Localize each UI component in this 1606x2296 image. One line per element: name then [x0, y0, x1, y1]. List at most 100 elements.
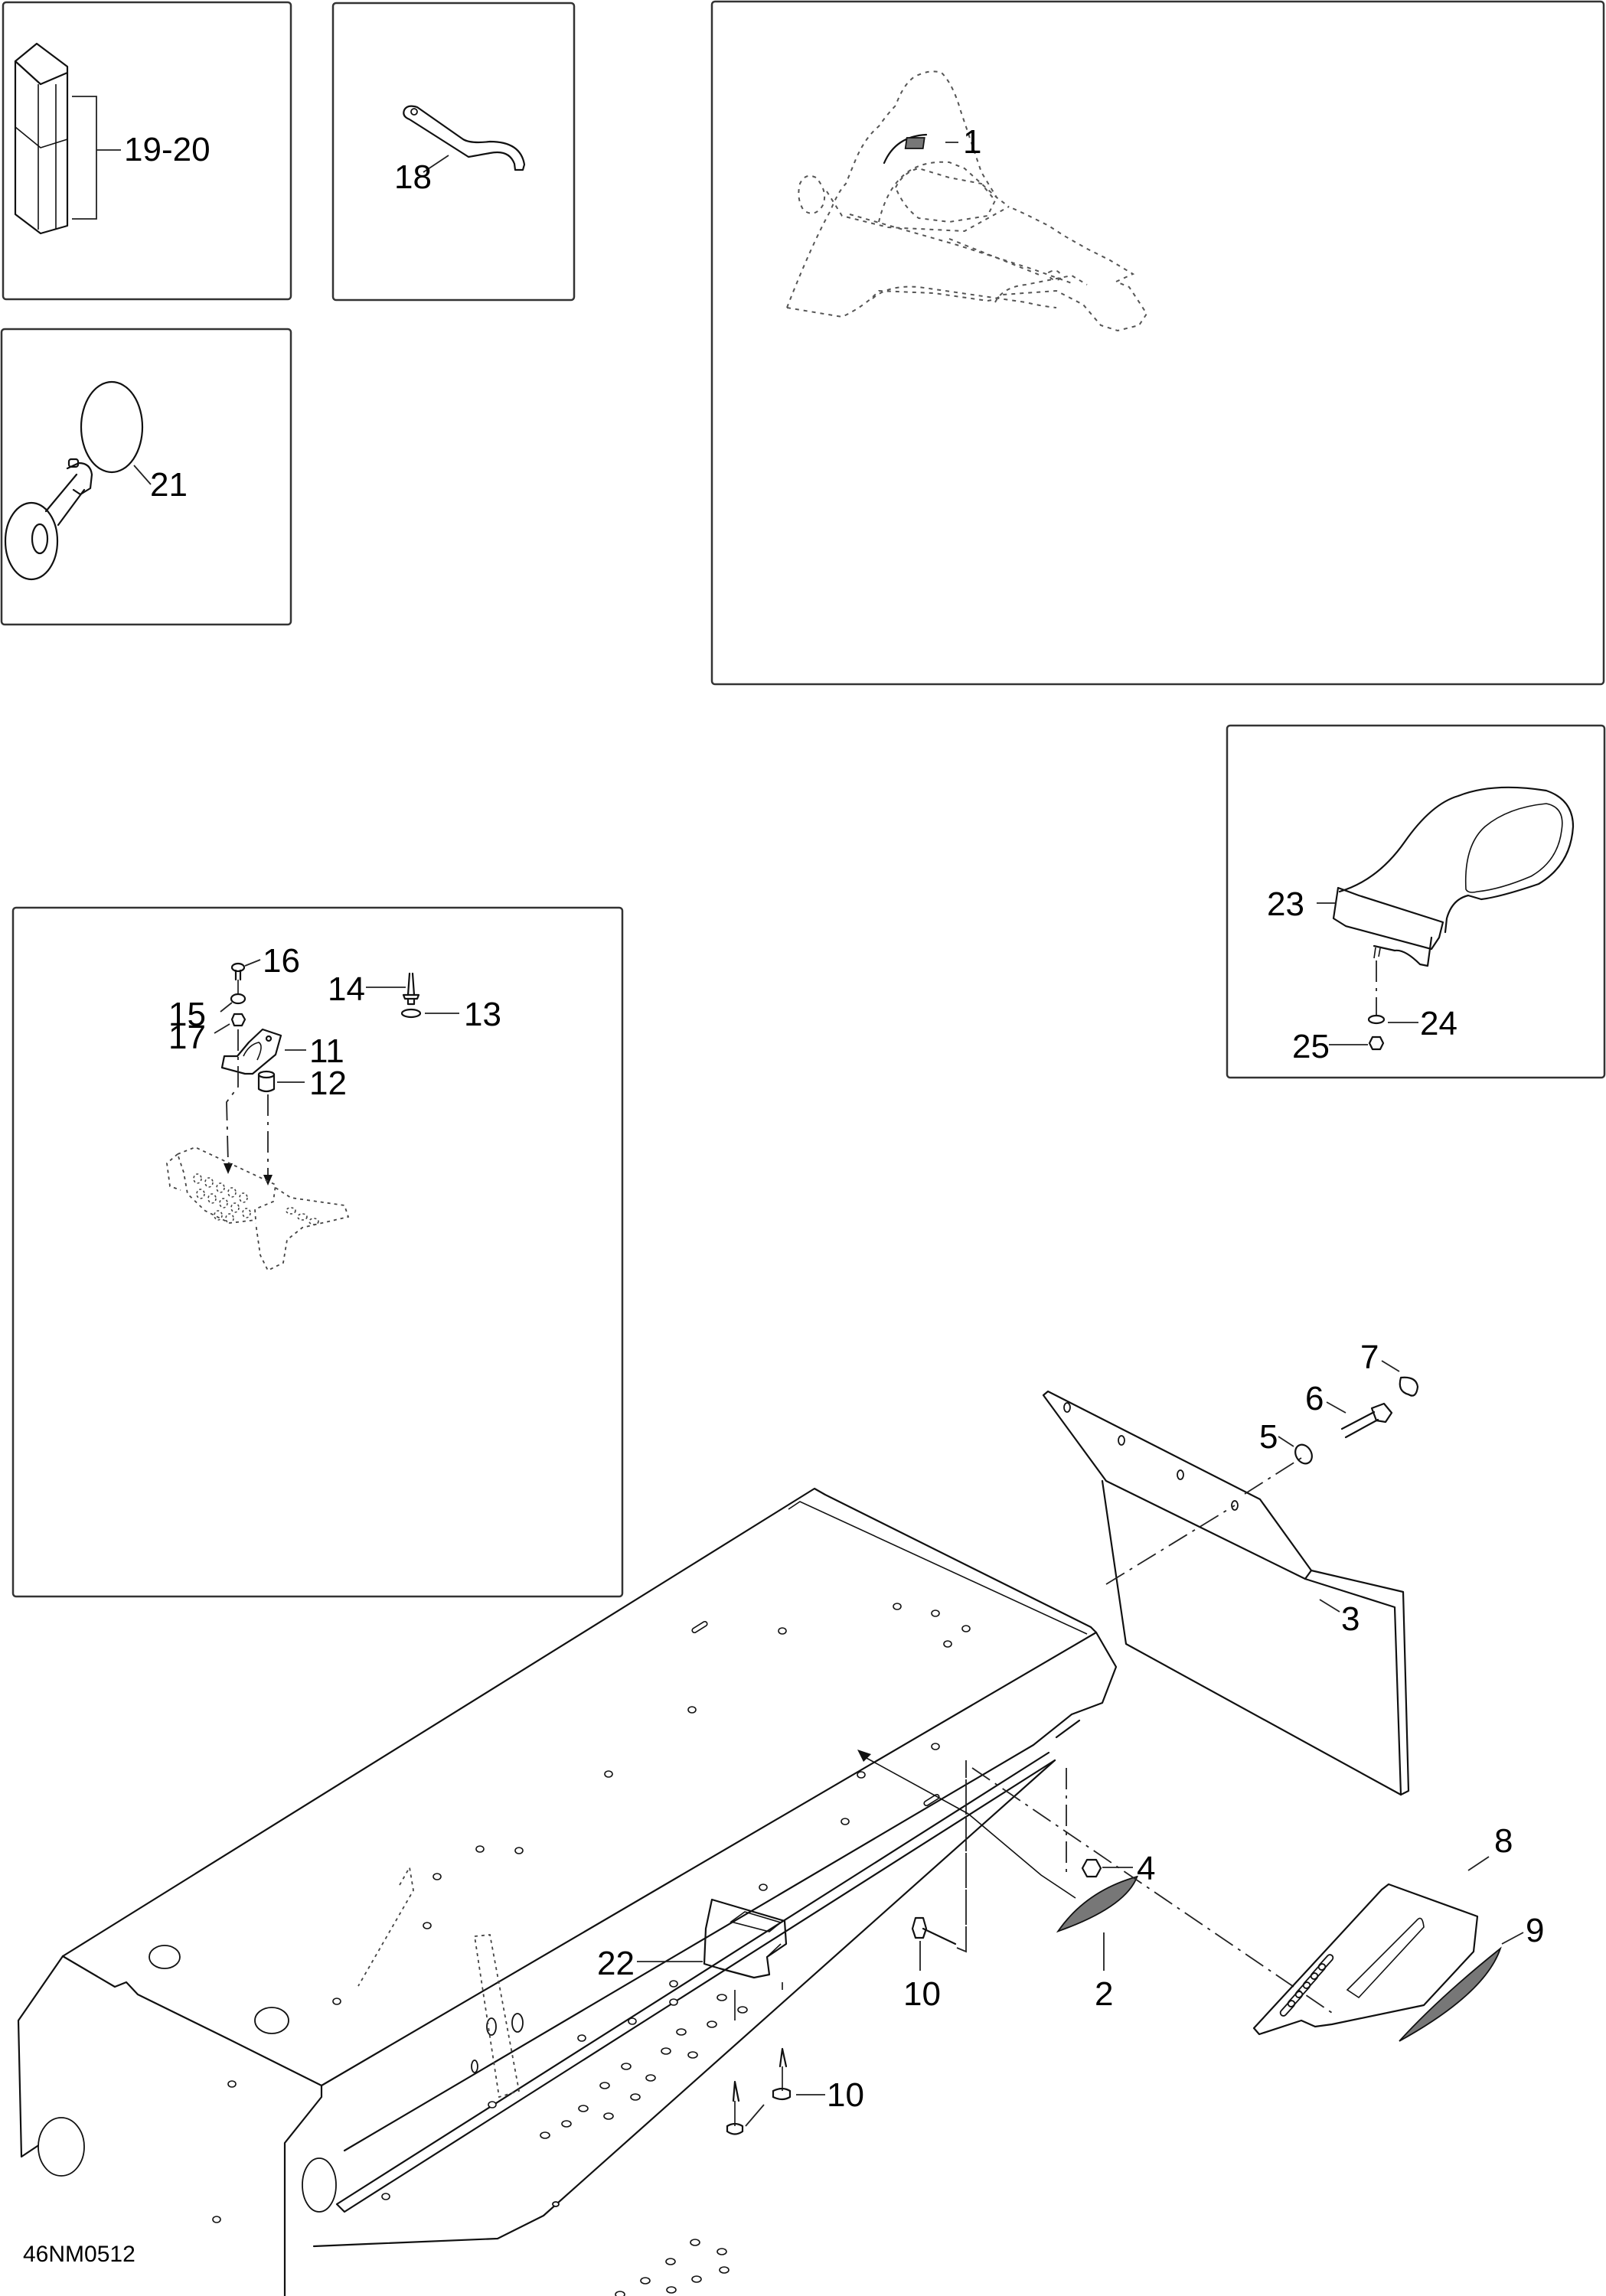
footrest-phantom: [166, 1146, 350, 1272]
screw-leaders: [734, 1982, 783, 2020]
bolt-16: [230, 962, 246, 981]
decal-leader-curve: [883, 133, 928, 165]
leader-16: [244, 959, 261, 967]
tunnel-slots: [691, 1620, 940, 1807]
screw-10-center: [956, 1760, 967, 1953]
leader-19-20: [72, 96, 121, 220]
callout-19-20: 19-20: [124, 131, 211, 168]
washer-15: [230, 993, 246, 1005]
panel-footrest-kit: 16 15 17 14 13 11: [11, 906, 624, 1598]
panel-frame: [710, 0, 1605, 686]
callout-24: 24: [1420, 1005, 1457, 1042]
panel-horn: 21: [0, 328, 292, 626]
flap-holes: [1063, 1402, 1239, 1511]
arrow-icon: [263, 1175, 273, 1186]
leader-7: [1381, 1360, 1400, 1372]
washer-24: [1367, 1014, 1386, 1025]
horn-part: [4, 380, 144, 581]
panel-mirror: 23 24 25: [1226, 724, 1606, 1079]
callout-10-lower: 10: [827, 2076, 864, 2114]
leader-10-lower: [745, 2094, 825, 2127]
panel-grip-covers: 19-20: [2, 1, 292, 301]
footboard-holes: [540, 1994, 748, 2296]
end-cap-ribs: [1279, 1954, 1334, 2017]
callout-25: 25: [1292, 1028, 1330, 1065]
arrow-icon: [224, 1163, 233, 1174]
end-cap-8: [1252, 1883, 1479, 2036]
wrench-hole: [410, 108, 418, 116]
grommet-7: [1399, 1376, 1419, 1397]
panel-frame: [331, 2, 576, 302]
heel-pad-22: [703, 1898, 788, 1979]
screw-10-lower: [726, 2047, 792, 2135]
leader-18: [423, 155, 449, 173]
callout-4: 4: [1137, 1850, 1155, 1887]
washer-13: [400, 1008, 422, 1019]
leader-17: [214, 1023, 230, 1034]
tunnel-assembly: 22 10 10 4 2: [17, 1487, 1155, 2296]
bolt-6: [1340, 1402, 1393, 1439]
panel-frame: [0, 328, 292, 626]
callout-7: 7: [1360, 1339, 1379, 1376]
nut-4: [1081, 1858, 1102, 1878]
grip-cover-part: [14, 42, 69, 235]
snow-flap-assembly: 3 5 6 7: [1042, 1339, 1419, 1796]
callout-11: 11: [309, 1032, 344, 1070]
reflector-9: [1399, 1946, 1502, 2042]
callout-15: 15: [168, 996, 206, 1033]
end-cap-center-line: [971, 1767, 1333, 2014]
footrest-bracket-11: [220, 1028, 282, 1075]
mirror-part: [1332, 786, 1575, 967]
reflector-2: [1056, 1875, 1138, 1933]
windshield-hood-phantom: [786, 70, 1148, 332]
leader-5: [1278, 1436, 1294, 1447]
tunnel-body: [17, 1487, 1118, 2296]
end-cap-assembly: 8 9: [971, 1767, 1544, 2042]
tunnel-mounting-holes: [212, 1603, 971, 2223]
callout-13: 13: [464, 996, 501, 1033]
callout-1: 1: [963, 123, 981, 161]
leader-21: [133, 465, 152, 485]
leader-6: [1326, 1401, 1346, 1414]
assembly-line-left: [226, 1029, 239, 1164]
drawing-code: 46NM0512: [23, 2242, 135, 2267]
callout-5: 5: [1259, 1418, 1278, 1456]
callout-9: 9: [1526, 1912, 1544, 1949]
arrow-icon: [857, 1750, 871, 1762]
leader-8: [1467, 1856, 1490, 1871]
callout-8: 8: [1494, 1822, 1513, 1860]
leader-3: [1319, 1599, 1340, 1613]
callout-2: 2: [1095, 1975, 1113, 2013]
screw-10-upper: [911, 1916, 957, 1945]
snow-flap-3: [1101, 1479, 1402, 1796]
callout-6: 6: [1305, 1380, 1324, 1417]
leader-9: [1501, 1932, 1524, 1945]
panel-frame: [2, 1, 292, 301]
windshield-decal-part: [904, 137, 925, 149]
callout-3: 3: [1341, 1600, 1360, 1638]
reflector-arrow-line: [968, 1813, 1076, 1899]
callout-10-upper: 10: [903, 1975, 941, 2013]
spacer-12: [257, 1070, 276, 1093]
phantom-bracket: [357, 1865, 414, 1987]
callout-14: 14: [328, 970, 365, 1008]
nut-25: [1368, 1035, 1385, 1051]
nut-17: [230, 1013, 246, 1027]
callout-22: 22: [597, 1945, 635, 1982]
washer-5: [1294, 1443, 1313, 1465]
rivet-14: [402, 972, 420, 1006]
flap-center-line: [1105, 1505, 1236, 1585]
callout-16: 16: [263, 942, 300, 980]
leader-15: [220, 1002, 233, 1013]
callout-21: 21: [150, 466, 188, 504]
spanner-wrench-part: [403, 105, 526, 171]
panel-windshield-decal: 1: [710, 0, 1605, 686]
callout-17: 17: [168, 1019, 206, 1056]
callout-18: 18: [394, 158, 432, 196]
callout-23: 23: [1267, 885, 1304, 923]
panel-frame: [11, 906, 624, 1598]
panel-frame: [1226, 724, 1606, 1079]
phantom-bracket: [473, 1934, 521, 2099]
panel-spanner-wrench: 18: [331, 2, 576, 302]
callout-12: 12: [309, 1065, 347, 1102]
